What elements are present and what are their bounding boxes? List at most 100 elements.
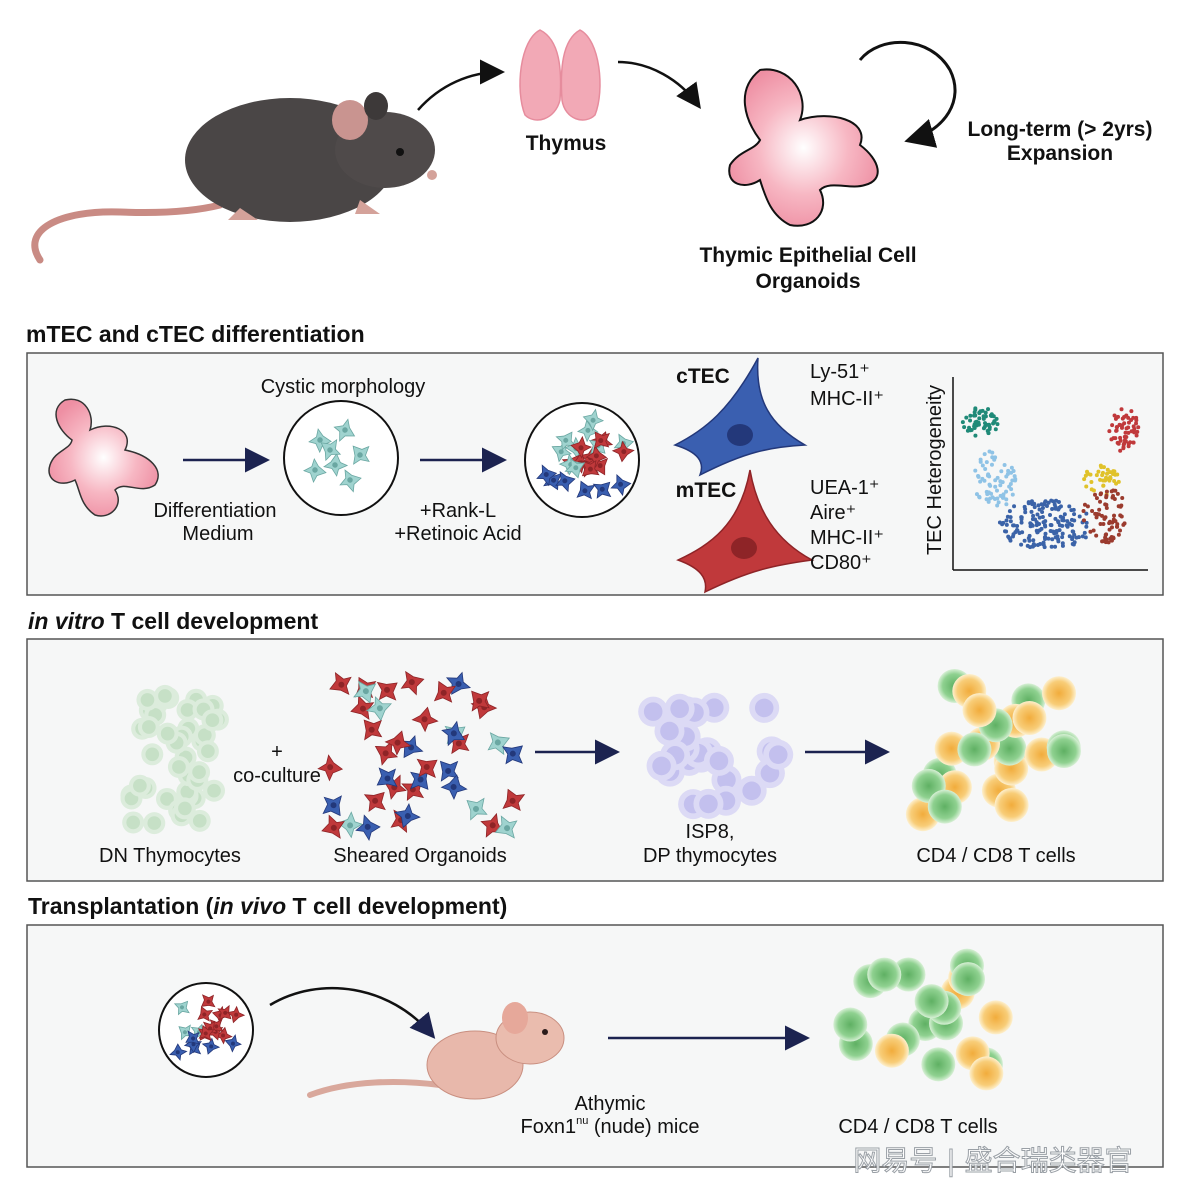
scatter-dot (973, 413, 978, 418)
scatter-dot (1093, 492, 1098, 497)
cd-green-cell (891, 957, 926, 992)
scatter-dot (1004, 529, 1009, 534)
scatter-dot (1060, 535, 1065, 540)
scatter-dot (1108, 470, 1113, 475)
scatter-dot (1037, 507, 1042, 512)
scatter-dot (1109, 535, 1114, 540)
scatter-dot (1094, 533, 1099, 538)
scatter-dot (1050, 537, 1055, 542)
scatter-dot (1122, 438, 1127, 443)
cd-orange-cell (1012, 701, 1047, 736)
sheared-cell (322, 795, 342, 817)
sheared-cell (433, 680, 457, 703)
dn-label: DN Thymocytes (99, 845, 241, 867)
teal-cell (308, 428, 332, 454)
scatter-dot (1119, 407, 1124, 412)
sheared-cell (321, 814, 345, 839)
scatter-dot (1013, 477, 1018, 482)
scatter-dot (1065, 523, 1070, 528)
thymus-illustration (519, 29, 601, 121)
sheared-cell (350, 695, 375, 720)
teal-cell (302, 457, 327, 484)
scatter-dot (1022, 538, 1027, 543)
cystic-circle (283, 400, 399, 516)
scatter-dot (994, 488, 999, 493)
thymus-label: Thymus (526, 132, 607, 155)
scatter-dot (993, 427, 998, 432)
scatter-dot (989, 462, 994, 467)
scatter-dot (981, 416, 986, 421)
scatter-dot (993, 484, 998, 489)
scatter-dot (1032, 501, 1037, 506)
scatter-dot (1122, 415, 1127, 420)
scatter-dot (1058, 514, 1063, 519)
scatter-dot (1019, 517, 1024, 522)
scatter-dot (989, 491, 994, 496)
scatter-dot (995, 422, 1000, 427)
scatter-dot (1048, 513, 1053, 518)
scatter-dot (1104, 489, 1109, 494)
scatter-dot (973, 406, 978, 411)
teal-cell (320, 438, 342, 462)
sheared-cell (376, 767, 398, 787)
scatter-dot (1051, 499, 1056, 504)
scatter-dot (1129, 429, 1134, 434)
scatter-dot (1084, 484, 1089, 489)
cd-orange-cell (874, 1033, 909, 1068)
scatter-dot (1091, 528, 1096, 533)
scatter-dot (1126, 425, 1131, 430)
scatter-dot (1114, 428, 1119, 433)
scatter-dot (1007, 509, 1012, 514)
scatter-dot (1098, 521, 1103, 526)
medium-line1: Differentiation (153, 500, 276, 522)
scatter-dot (1006, 468, 1011, 473)
scatter-dot (973, 433, 978, 438)
scatter-dot (1129, 418, 1134, 423)
scatter-dot (1007, 535, 1012, 540)
tec-cell (611, 440, 635, 463)
scatter-dot (1029, 509, 1034, 514)
scatter-dot (1076, 535, 1081, 540)
scatter-dot (1111, 469, 1116, 474)
scatter-dot (986, 430, 991, 435)
expansion-line2: Expansion (1007, 142, 1113, 165)
scatter-dot (1004, 474, 1009, 479)
scatter-dot (1131, 440, 1136, 445)
organoid-large (728, 68, 879, 227)
ctec-marker-1: Ly-51⁺ (810, 361, 870, 383)
scatter-dot (1085, 504, 1090, 509)
scatter-dot (1111, 493, 1116, 498)
scatter-dot (1116, 532, 1121, 537)
scatter-dot (1001, 495, 1006, 500)
scatter-dot (1109, 437, 1114, 442)
scatter-dot (1004, 489, 1009, 494)
sheared-cell (355, 814, 381, 842)
scatter-dot (1096, 469, 1101, 474)
scatter-dot (977, 416, 982, 421)
tec-cell (576, 419, 599, 443)
scatter-dot (1056, 539, 1061, 544)
scatter-dot (962, 425, 967, 430)
transplant-cell (217, 1004, 232, 1021)
scatter-dot (995, 503, 1000, 508)
scatter-dot (1030, 523, 1035, 528)
scatter-dot (1031, 513, 1036, 518)
scatter-dot (1015, 528, 1020, 533)
scatter-dot (983, 467, 988, 472)
scatter-dot (1081, 518, 1086, 523)
tec-cell (570, 435, 593, 459)
scatter-dot (1050, 507, 1055, 512)
scatter-dot (1112, 513, 1117, 518)
transplant-cell (169, 1043, 188, 1061)
scatter-dot (1104, 502, 1109, 507)
cd-green-cell (957, 732, 992, 767)
tec-cell (593, 431, 611, 450)
teal-cell (352, 445, 370, 465)
scatter-dot (995, 475, 1000, 480)
scatter-dot (1114, 524, 1119, 529)
scatter-dot (1034, 520, 1039, 525)
scatter-dot (1129, 409, 1134, 414)
scatter-dot (1084, 520, 1089, 525)
scatter-dot (1072, 512, 1077, 517)
sheared-cell (374, 740, 399, 766)
